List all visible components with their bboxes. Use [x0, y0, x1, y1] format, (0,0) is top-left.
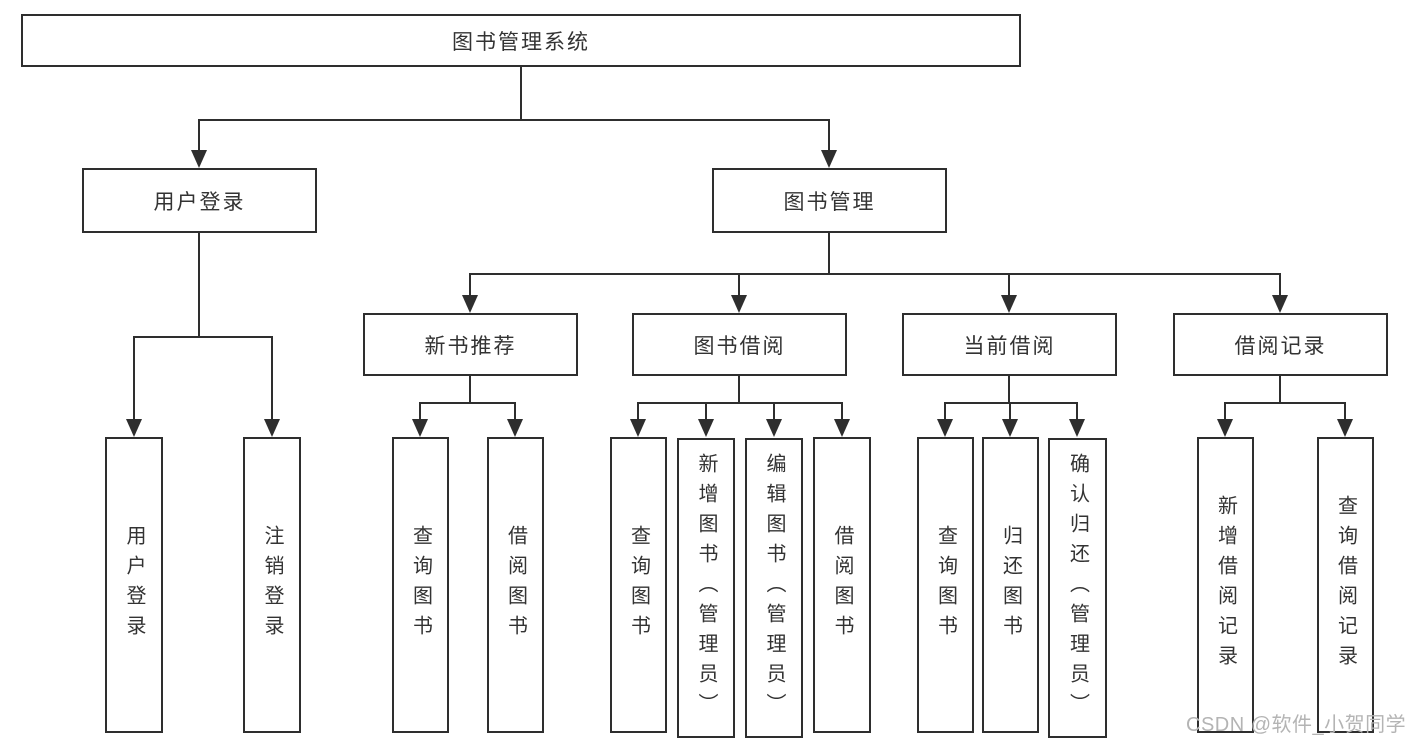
leaf-search-borrow-record: 查询借阅记录: [1317, 437, 1374, 733]
connector-line: [133, 336, 273, 338]
node-current-borrowing: 当前借阅: [902, 313, 1117, 376]
node-library-management-system: 图书管理系统: [21, 14, 1021, 67]
leaf-search-books: 查询图书: [917, 437, 974, 733]
connector-line: [1224, 402, 1226, 421]
arrow-down-icon: [1001, 295, 1017, 313]
connector-line: [1008, 376, 1010, 404]
connector-line: [1076, 402, 1078, 421]
leaf-borrow-books: 借阅图书: [487, 437, 544, 733]
arrow-down-icon: [126, 419, 142, 437]
arrow-down-icon: [462, 295, 478, 313]
node-new-book-recommend: 新书推荐: [363, 313, 578, 376]
leaf-label: 归还图书: [999, 525, 1022, 645]
leaf-confirm-return-admin: 确认归还（管理员）: [1048, 438, 1107, 738]
node-label: 图书管理系统: [452, 30, 590, 54]
arrow-down-icon: [1217, 419, 1233, 437]
connector-line: [133, 336, 135, 421]
connector-line: [1008, 273, 1010, 297]
connector-line: [1009, 402, 1011, 421]
arrow-down-icon: [698, 419, 714, 437]
leaf-label: 编辑图书（管理员）: [763, 453, 785, 723]
leaf-label: 查询图书: [934, 525, 957, 645]
connector-line: [738, 273, 740, 297]
leaf-label: 新增借阅记录: [1214, 495, 1237, 675]
connector-line: [1279, 273, 1281, 297]
csdn-watermark: CSDN @软件_小贺同学: [1186, 714, 1405, 736]
leaf-label: 借阅图书: [831, 525, 853, 645]
connector-line: [1279, 376, 1281, 404]
node-label: 新书推荐: [424, 334, 517, 358]
node-book-management: 图书管理: [712, 168, 947, 233]
connector-line: [469, 273, 471, 297]
connector-line: [198, 119, 830, 121]
connector-line: [1224, 402, 1346, 404]
connector-line: [828, 233, 830, 275]
leaf-add-borrow-record: 新增借阅记录: [1197, 437, 1254, 733]
connector-line: [773, 402, 775, 421]
arrow-down-icon: [821, 150, 837, 168]
node-book-borrowing: 图书借阅: [632, 313, 847, 376]
leaf-borrow-books: 借阅图书: [813, 437, 871, 733]
arrow-down-icon: [191, 150, 207, 168]
connector-line: [420, 402, 516, 404]
connector-line: [944, 402, 946, 421]
connector-line: [828, 119, 830, 152]
leaf-label: 确认归还（管理员）: [1066, 453, 1089, 723]
arrow-down-icon: [1002, 419, 1018, 437]
connector-line: [469, 376, 471, 404]
leaf-label: 用户登录: [123, 525, 145, 645]
arrow-down-icon: [264, 419, 280, 437]
arrow-down-icon: [731, 295, 747, 313]
connector-line: [271, 336, 273, 421]
arrow-down-icon: [766, 419, 782, 437]
node-borrowing-records: 借阅记录: [1173, 313, 1388, 376]
connector-line: [514, 402, 516, 421]
leaf-label: 查询图书: [627, 525, 650, 645]
leaf-user-login: 用户登录: [105, 437, 163, 733]
leaf-label: 注销登录: [261, 525, 283, 645]
connector-line: [638, 402, 843, 404]
leaf-edit-book-admin: 编辑图书（管理员）: [745, 438, 803, 738]
leaf-label: 查询图书: [409, 525, 432, 645]
connector-line: [419, 402, 421, 421]
arrow-down-icon: [834, 419, 850, 437]
node-label: 图书管理: [783, 190, 876, 214]
leaf-add-book-admin: 新增图书（管理员）: [677, 438, 735, 738]
node-label: 借阅记录: [1234, 334, 1327, 358]
node-label: 当前借阅: [963, 334, 1056, 358]
leaf-label: 借阅图书: [504, 525, 527, 645]
connector-line: [198, 233, 200, 338]
arrow-down-icon: [1337, 419, 1353, 437]
node-label: 用户登录: [153, 190, 246, 214]
connector-line: [470, 273, 1281, 275]
arrow-down-icon: [937, 419, 953, 437]
arrow-down-icon: [630, 419, 646, 437]
leaf-label: 新增图书（管理员）: [695, 453, 717, 723]
arrow-down-icon: [1272, 295, 1288, 313]
node-user-login: 用户登录: [82, 168, 317, 233]
leaf-search-books: 查询图书: [610, 437, 667, 733]
arrow-down-icon: [1069, 419, 1085, 437]
leaf-label: 查询借阅记录: [1334, 495, 1357, 675]
leaf-logout: 注销登录: [243, 437, 301, 733]
node-label: 图书借阅: [693, 334, 786, 358]
connector-line: [520, 67, 522, 121]
arrow-down-icon: [412, 419, 428, 437]
connector-line: [738, 376, 740, 404]
connector-line: [198, 119, 200, 152]
connector-line: [705, 402, 707, 421]
connector-line: [944, 402, 1078, 404]
connector-line: [1344, 402, 1346, 421]
arrow-down-icon: [507, 419, 523, 437]
connector-line: [841, 402, 843, 421]
connector-line: [637, 402, 639, 421]
leaf-search-books: 查询图书: [392, 437, 449, 733]
leaf-return-book: 归还图书: [982, 437, 1039, 733]
